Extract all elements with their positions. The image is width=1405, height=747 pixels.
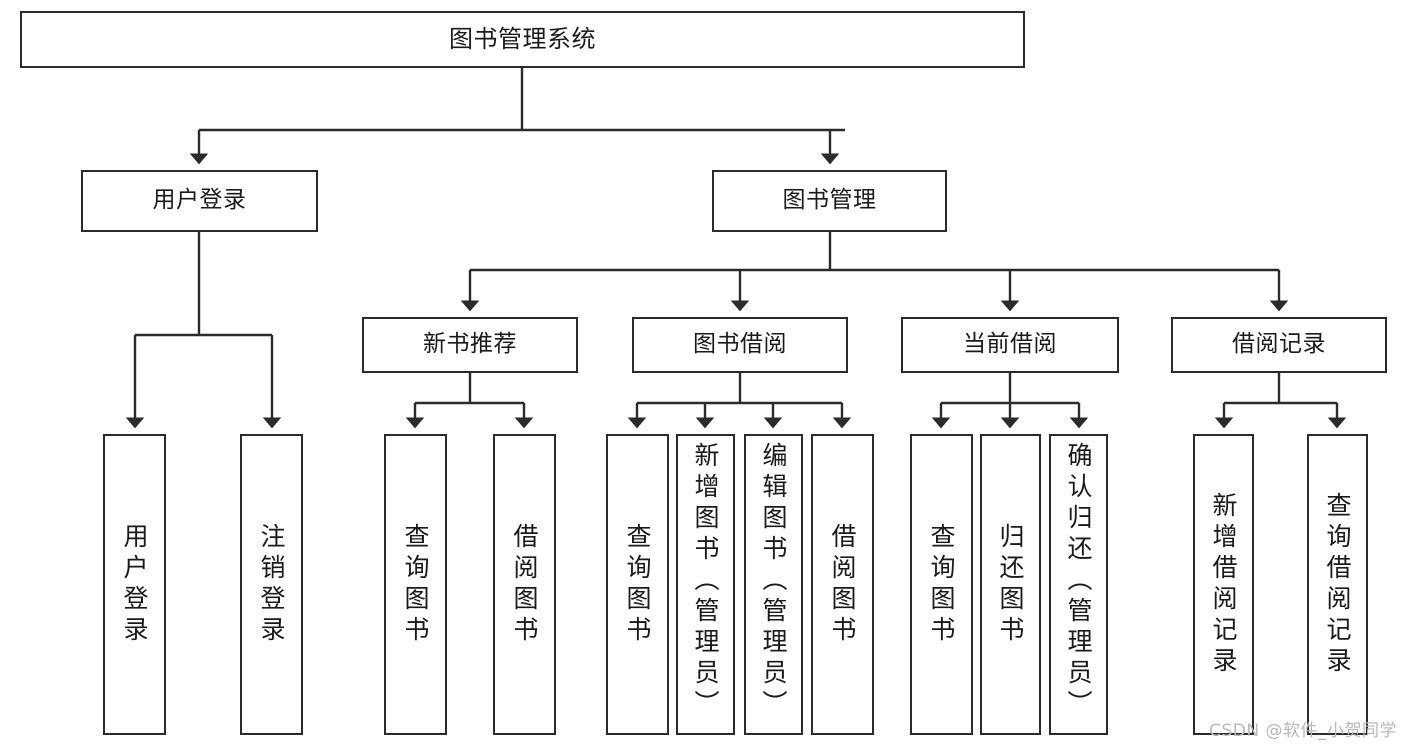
watermark-text: CSDN @软件_小贺同学 xyxy=(1209,721,1397,741)
node-borrowing-records[interactable]: 借阅记录 xyxy=(1171,317,1387,373)
leaf-label: 用户登录 xyxy=(120,522,149,647)
node-label: 图书借阅 xyxy=(693,331,787,358)
leaf-borrow-add-book-admin[interactable]: 新增图书（管理员） xyxy=(676,434,735,735)
leaf-current-return-books[interactable]: 归还图书 xyxy=(980,434,1041,735)
node-root-book-management-system[interactable]: 图书管理系统 xyxy=(20,11,1025,68)
leaf-current-confirm-return-admin[interactable]: 确认归还（管理员） xyxy=(1049,434,1108,735)
leaf-label: 借阅图书 xyxy=(828,522,857,647)
node-label: 用户登录 xyxy=(152,187,247,214)
leaf-record-query-borrow-record[interactable]: 查询借阅记录 xyxy=(1307,434,1368,735)
node-new-book-recommendation[interactable]: 新书推荐 xyxy=(362,317,578,373)
leaf-new-book-query-books[interactable]: 查询图书 xyxy=(384,434,447,735)
leaf-label: 编辑图书（管理员） xyxy=(759,442,788,721)
leaf-label: 新增图书（管理员） xyxy=(691,442,720,721)
leaf-new-book-borrow-books[interactable]: 借阅图书 xyxy=(493,434,556,735)
leaf-record-add-borrow-record[interactable]: 新增借阅记录 xyxy=(1193,434,1254,735)
node-user-login[interactable]: 用户登录 xyxy=(81,170,318,232)
leaf-label: 查询图书 xyxy=(623,522,652,647)
leaf-label: 借阅图书 xyxy=(510,522,539,647)
leaf-user-login-logout[interactable]: 注销登录 xyxy=(240,434,303,735)
leaf-label: 查询图书 xyxy=(401,522,430,647)
leaf-label: 注销登录 xyxy=(257,522,286,647)
node-label: 新书推荐 xyxy=(423,331,517,358)
leaf-current-query-books[interactable]: 查询图书 xyxy=(910,434,973,735)
leaf-label: 查询借阅记录 xyxy=(1323,491,1352,678)
node-book-management[interactable]: 图书管理 xyxy=(712,170,947,232)
node-label: 图书管理 xyxy=(782,187,877,214)
leaf-label: 归还图书 xyxy=(996,522,1025,647)
leaf-label: 查询图书 xyxy=(927,522,956,647)
node-label: 借阅记录 xyxy=(1232,331,1326,358)
leaf-label: 确认归还（管理员） xyxy=(1064,442,1093,721)
leaf-borrow-borrow-books[interactable]: 借阅图书 xyxy=(811,434,874,735)
node-book-borrowing[interactable]: 图书借阅 xyxy=(632,317,848,373)
leaf-borrow-edit-book-admin[interactable]: 编辑图书（管理员） xyxy=(744,434,803,735)
node-label: 图书管理系统 xyxy=(449,25,596,54)
node-current-borrowing[interactable]: 当前借阅 xyxy=(901,317,1119,373)
node-label: 当前借阅 xyxy=(963,331,1057,358)
leaf-user-login-login[interactable]: 用户登录 xyxy=(103,434,166,735)
leaf-borrow-query-books[interactable]: 查询图书 xyxy=(606,434,669,735)
leaf-label: 新增借阅记录 xyxy=(1209,491,1238,678)
